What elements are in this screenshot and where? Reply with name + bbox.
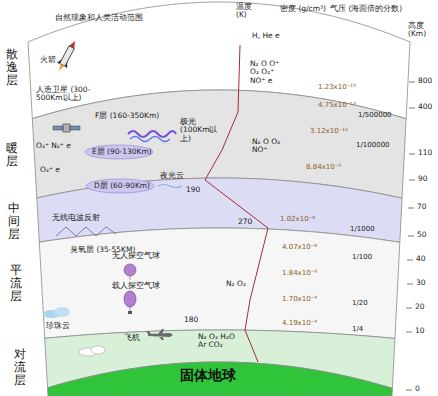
height-value: 70: [417, 203, 427, 211]
height-value: 40: [416, 255, 426, 263]
chemical-species: O₂⁺ e: [40, 166, 60, 174]
tick: [406, 390, 412, 391]
height-value: 800: [418, 77, 432, 85]
density-value: 4.19x10⁻⁴: [282, 320, 317, 328]
temperature-value: 270: [238, 218, 252, 226]
phenomenon-label: 夜光云: [160, 172, 184, 180]
phenomenon-label: 火箭: [40, 56, 56, 64]
tick: [408, 236, 414, 237]
height-value: 50: [417, 231, 427, 239]
earth-name: 固体地球: [180, 368, 236, 383]
pressure-value: 1/500000: [358, 112, 392, 120]
pressure-value: 1/100000: [356, 142, 390, 150]
density-value: 1.84x10⁻⁵: [282, 270, 317, 278]
height-value: 0: [415, 385, 420, 393]
height-value: 30: [416, 279, 426, 287]
density-value: 8.84x10⁻⁹: [306, 164, 341, 172]
phenomenon-label: 无人探空气球: [112, 252, 160, 260]
tick: [409, 82, 415, 83]
chemical-species: H, He e: [252, 32, 280, 40]
height-value: 10: [415, 327, 425, 335]
d-layer-cloud: [86, 179, 154, 193]
layer-band: [39, 228, 400, 338]
height-ticks: [406, 82, 415, 390]
tick: [409, 154, 415, 155]
density-value: 1.70x10⁻⁴: [282, 296, 317, 304]
cloud-puff: [91, 346, 105, 354]
phenomenon-label: 人造卫星 (300-500Km以上): [36, 86, 94, 103]
column-heading: 温度 (K): [236, 3, 260, 20]
temperature-value: 190: [186, 186, 200, 194]
chemical-species: N₂ O O₂ NO⁺: [252, 138, 288, 155]
phenomenon-label: D层 (60-90Km): [94, 182, 150, 190]
earth-layer: 固体地球: [0, 362, 438, 396]
satellite-body: [63, 124, 70, 132]
height-value: 90: [418, 175, 428, 183]
chemical-species: N₂ O₂: [226, 280, 248, 288]
pressure-value: 1/1000: [350, 226, 375, 234]
phenomenon-label: 极光 (100Km以上): [180, 118, 224, 143]
phenomenon-label: 珍珠云: [46, 322, 70, 330]
gondola: [128, 311, 132, 314]
pressure-value: 1/20: [352, 300, 368, 308]
chemical-species: O₂⁺ N₂⁺ e: [36, 142, 71, 150]
column-heading: 密度 (g/cm³): [280, 5, 326, 13]
phenomenon-label: 载人探空气球: [112, 282, 160, 290]
e-layer-cloud: [85, 145, 153, 159]
pressure-value: 1/4: [352, 326, 363, 334]
layer-name: 中间层: [8, 202, 20, 242]
phenomenon-label: F层 (160-350Km): [95, 112, 159, 120]
tick: [406, 332, 412, 333]
phenomenon-label: 飞机: [124, 334, 140, 342]
solar-panel: [53, 126, 63, 130]
density-value: 4.75x10⁻¹³: [318, 102, 356, 110]
tick: [407, 284, 413, 285]
density-value: 1.23x10⁻¹⁵: [318, 84, 356, 92]
phenomenon-label: E层 (90-130Km): [92, 148, 152, 156]
phenomenon-label: 无线电波反射: [52, 214, 100, 222]
layer-name: 对流层: [14, 348, 26, 388]
tick: [409, 180, 415, 181]
balloon: [124, 291, 136, 307]
layer-band: [48, 362, 393, 396]
cloud-puff: [54, 307, 70, 317]
density-value: 4.07x10⁻⁶: [282, 244, 317, 252]
balloon: [124, 264, 136, 276]
chemical-species: N₂ O O⁺ O₂ O₂⁺ NO⁺ e: [250, 60, 288, 85]
tick: [409, 108, 415, 109]
column-heading: 气压 (海面倍的分数): [330, 5, 402, 13]
pressure-value: 1/100: [352, 254, 372, 262]
column-heading: 高度 (Km): [408, 22, 436, 39]
chemical-species: N₂ O₂ H₂O Ar CO₂: [198, 333, 236, 350]
temperature-value: 180: [184, 316, 198, 324]
height-value: 400: [418, 103, 432, 111]
solar-panel: [70, 126, 80, 130]
layer-name: 暖层: [6, 142, 18, 168]
density-value: 1.02x10⁻⁶: [280, 216, 315, 224]
tick: [408, 208, 414, 209]
height-value: 110: [418, 149, 432, 157]
tick: [407, 260, 413, 261]
layer-name: 散逸层: [6, 48, 18, 88]
tick: [406, 308, 412, 309]
layer-name: 平流层: [10, 264, 22, 304]
column-heading: 自然现象和人类活动范围: [55, 14, 143, 23]
height-value: 20: [415, 303, 425, 311]
density-value: 3.12x10⁻¹¹: [310, 128, 348, 136]
